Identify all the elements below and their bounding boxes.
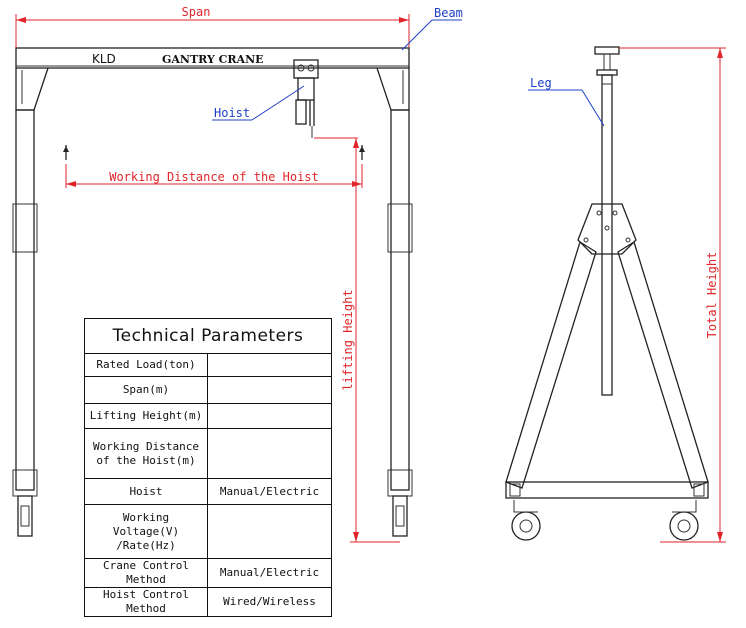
table-row: Span(m) [84,376,332,404]
left-leg [12,67,49,537]
total-height-dimension: Total Height [619,47,726,543]
param-label: Hoist Control Method [84,587,208,617]
hoist-label: Hoist [214,106,250,120]
table-row: Rated Load(ton) [84,353,332,377]
leg-callout: Leg [528,76,605,127]
hoist-callout: Hoist [212,85,305,121]
side-view [505,46,709,541]
right-leg [376,67,413,537]
param-value: Wired/Wireless [207,587,332,617]
hoist [293,59,319,138]
param-value [207,403,332,429]
limit-markers [63,145,365,160]
table-row: Working Distance of the Hoist(m) [84,428,332,479]
param-value [207,353,332,377]
span-label: Span [182,5,211,19]
param-label: Lifting Height(m) [84,403,208,429]
table-row: Hoist Control Method Wired/Wireless [84,587,332,617]
table-row: Working Voltage(V) /Rate(Hz) [84,504,332,559]
span-dimension: Span [15,5,410,48]
lifting-height-dimension: lifting Height [314,137,400,543]
table-row: Crane Control Method Manual/Electric [84,558,332,588]
total-height-label: Total Height [705,252,719,339]
working-distance-label: Working Distance of the Hoist [109,170,319,184]
param-value [207,504,332,559]
param-value [207,428,332,479]
leg-label: Leg [530,76,552,90]
param-label: Crane Control Method [84,558,208,588]
working-distance-dimension: Working Distance of the Hoist [65,164,363,188]
param-label: Working Voltage(V) /Rate(Hz) [84,504,208,559]
beam-callout: Beam [401,6,463,51]
table-row: Hoist Manual/Electric [84,478,332,505]
lifting-height-label: lifting Height [341,289,355,390]
param-value: Manual/Electric [207,478,332,505]
brand-text: KLD [92,52,116,66]
param-label: Span(m) [84,376,208,404]
param-value: Manual/Electric [207,558,332,588]
param-value [207,376,332,404]
param-label: Rated Load(ton) [84,353,208,377]
beam-title-text: GANTRY CRANE [162,53,264,66]
beam-label: Beam [434,6,463,20]
table-title: Technical Parameters [84,318,332,354]
param-label: Working Distance of the Hoist(m) [84,428,208,479]
table-row: Lifting Height(m) [84,403,332,429]
beam: KLD GANTRY CRANE [15,47,410,69]
table-title-row: Technical Parameters [84,318,332,354]
param-label: Hoist [84,478,208,505]
technical-parameters-table: Technical Parameters Rated Load(ton) Spa… [84,318,332,617]
